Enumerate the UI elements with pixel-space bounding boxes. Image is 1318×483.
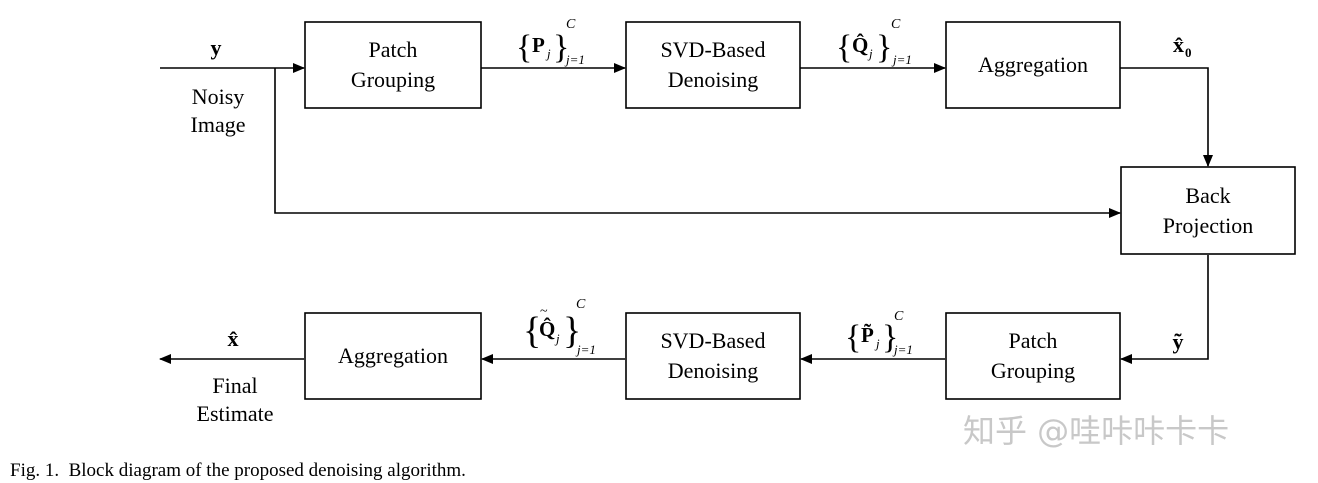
block-line: Denoising [668, 67, 758, 92]
set-subscript: j [874, 336, 880, 351]
x0-subscript: 0 [1185, 45, 1192, 60]
arrow-bp-pg2 [1120, 255, 1209, 364]
set-superscript: C [576, 297, 586, 312]
svd-denoising-block-1: SVD-Based Denoising [625, 21, 801, 109]
block-line: Projection [1163, 213, 1253, 238]
estimate-label: Estimate [197, 401, 274, 426]
block-line: Aggregation [978, 52, 1088, 77]
block-line: Patch [1009, 328, 1058, 353]
set-symbol: Q̂ [852, 33, 868, 57]
brace-left: { [836, 29, 852, 66]
set-Qhat: { Q̂ j } C j=1 [836, 17, 912, 67]
patch-grouping-block-2: Patch Grouping [945, 312, 1121, 400]
block-line: Back [1185, 183, 1230, 208]
watermark-text: 知乎 @哇咔咔卡卡 [963, 412, 1229, 450]
set-superscript: C [566, 17, 576, 32]
brace-left: { [516, 29, 532, 66]
aggregation-block-1: Aggregation [945, 21, 1121, 109]
set-range: j=1 [575, 342, 596, 357]
tilde-accent: ~ [540, 304, 548, 319]
block-line: Patch [369, 37, 418, 62]
set-P: { P j } C j=1 [516, 17, 585, 67]
final-label: Final [212, 373, 257, 398]
brace-left: { [523, 310, 541, 352]
brace-right: } [882, 319, 898, 356]
back-projection-block: Back Projection [1120, 166, 1296, 255]
svd-denoising-block-2: SVD-Based Denoising [625, 312, 801, 400]
brace-right: } [876, 29, 892, 66]
set-range: j=1 [891, 52, 912, 67]
set-Qhattilde: { ~ Q̂ j } C j=1 [523, 297, 596, 357]
brace-right: } [553, 29, 569, 66]
x0-symbol: x̂ [1173, 32, 1184, 57]
block-line: Grouping [991, 358, 1075, 383]
aggregation-block-2: Aggregation [304, 312, 482, 400]
set-range: j=1 [564, 52, 585, 67]
brace-left: { [845, 319, 861, 356]
set-superscript: C [894, 309, 904, 324]
block-line: Denoising [668, 358, 758, 383]
set-Ptilde: { P̃ j } C j=1 [845, 309, 913, 357]
set-subscript: j [545, 46, 551, 61]
set-symbol: P [532, 33, 545, 57]
set-subscript: j [554, 331, 560, 346]
block-line: SVD-Based [660, 37, 765, 62]
figure-caption: Fig. 1. Block diagram of the proposed de… [10, 460, 466, 481]
ytilde-label: ỹ [1173, 329, 1184, 354]
set-range: j=1 [892, 342, 913, 357]
image-label: Image [191, 112, 246, 137]
xhat-label: x̂ [228, 326, 239, 351]
block-line: SVD-Based [660, 328, 765, 353]
input-y-label: y [211, 35, 222, 60]
set-subscript: j [867, 46, 873, 61]
arrow-input-bp [274, 68, 1121, 218]
block-line: Aggregation [338, 343, 448, 368]
block-line: Grouping [351, 67, 435, 92]
set-symbol: Q̂ [539, 317, 555, 341]
set-symbol: P̃ [861, 323, 874, 347]
patch-grouping-block-1: Patch Grouping [304, 21, 482, 109]
x0-label: x̂ 0 [1173, 32, 1192, 60]
brace-right: } [563, 310, 581, 352]
set-superscript: C [891, 17, 901, 32]
arrow-agg1-bp [1120, 67, 1213, 167]
noisy-label: Noisy [192, 84, 245, 109]
